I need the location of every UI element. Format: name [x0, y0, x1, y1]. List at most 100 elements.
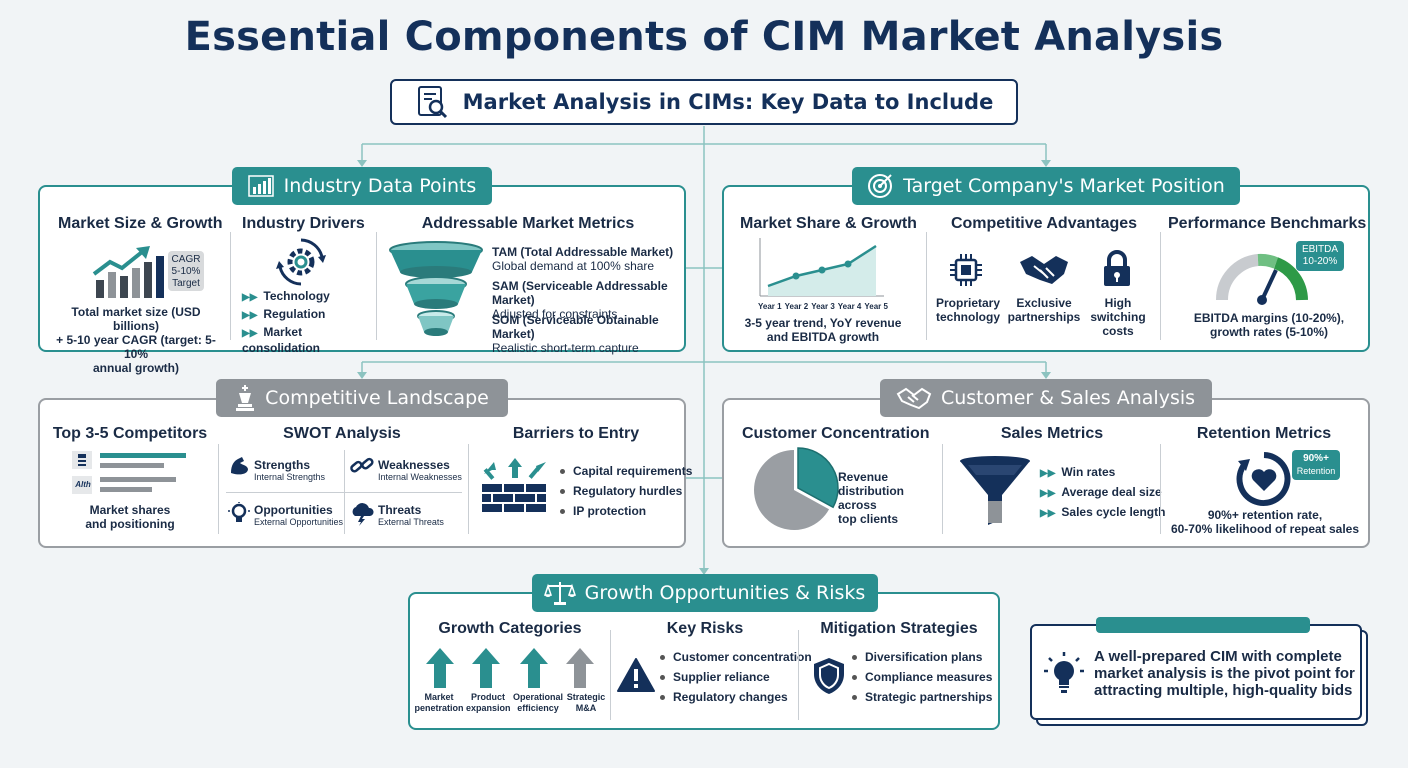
top-competitors-desc: Market shares and positioning [85, 503, 175, 531]
competitor-logo-text: Alth [75, 480, 91, 489]
lightbulb-icon [1044, 652, 1084, 693]
market-size-title: Market Size & Growth [58, 215, 223, 232]
swot-threats: Threats External Threats [378, 503, 444, 527]
sales-metrics-list: ▶▶Win rates ▶▶Average deal size ▶▶Sales … [1040, 462, 1165, 522]
addressable-title: Addressable Market Metrics [421, 215, 635, 232]
list-item: Capital requirements [560, 461, 692, 481]
benchmarks-desc: EBITDA margins (10-20%), growth rates (5… [1193, 311, 1345, 339]
divider [610, 630, 611, 720]
drivers-list: ▶▶Technology ▶▶Regulation ▶▶Market conso… [242, 289, 382, 355]
shield-icon [814, 658, 844, 694]
key-risks-list: Customer concentration Supplier reliance… [660, 647, 812, 707]
cagr-badge: CAGR 5-10% Target [168, 251, 204, 291]
list-item: ▶▶Average deal size [1040, 485, 1162, 499]
retention-metrics-title: Retention Metrics [1196, 425, 1332, 442]
list-item: Regulatory changes [660, 687, 812, 707]
chess-king-icon [236, 385, 255, 411]
list-item: ▶▶Regulation [242, 307, 326, 321]
swot-title: SWOT Analysis [283, 425, 401, 442]
sam-item: SAM (Serviceable Addressable Market) Adj… [492, 279, 668, 321]
growth-bar-chart-icon [92, 246, 164, 298]
list-item: Strategic partnerships [852, 687, 992, 707]
competitor-bars-icon [72, 451, 186, 494]
subtitle-text: Market Analysis in CIMs: Key Data to Inc… [462, 90, 994, 114]
market-share-title: Market Share & Growth [740, 215, 917, 232]
growth-categories-title: Growth Categories [438, 620, 582, 637]
callout-tab [1096, 617, 1310, 633]
bar-chart-icon [247, 175, 274, 197]
lock-icon [1104, 250, 1130, 286]
target-header: Target Company's Market Position [852, 167, 1240, 205]
market-share-line-chart [759, 238, 884, 297]
key-risks-title: Key Risks [666, 620, 744, 637]
market-size-desc: Total market size (USD billions) + 5-10 … [56, 305, 216, 375]
callout-box [1030, 624, 1362, 720]
competitive-advantages-title: Competitive Advantages [950, 215, 1138, 232]
industry-header: Industry Data Points [232, 167, 492, 205]
target-header-label: Target Company's Market Position [903, 175, 1225, 197]
customer-concentration-desc: Revenue distribution across top clients [838, 470, 904, 526]
customer-header: Customer & Sales Analysis [880, 379, 1212, 417]
advantage-partnerships: Exclusive partnerships [1007, 296, 1081, 324]
tam-item: TAM (Total Addressable Market) Global de… [492, 245, 674, 273]
list-item: ▶▶Win rates [1040, 465, 1116, 479]
gear-cycle-icon [276, 238, 326, 286]
year-axis-labels: Year 1 Year 2 Year 3 Year 4 Year 5 [758, 302, 888, 311]
divider [468, 444, 469, 534]
advantage-proprietary: Proprietary technology [935, 296, 1001, 324]
industry-drivers-title: Industry Drivers [242, 215, 365, 232]
document-search-icon [417, 86, 447, 119]
mitigation-list: Diversification plans Compliance measure… [852, 647, 992, 707]
gauge-icon [1215, 253, 1308, 305]
swot-grid-v [344, 450, 345, 534]
ebitda-badge: EBITDA 10-20% [1296, 241, 1344, 271]
target-icon [868, 174, 893, 198]
top-competitors-title: Top 3-5 Competitors [52, 425, 208, 442]
divider [230, 232, 231, 340]
mitigation-title: Mitigation Strategies [820, 620, 978, 637]
advantage-switching: High switching costs [1090, 296, 1146, 338]
list-item: Supplier reliance [660, 667, 812, 687]
performance-benchmarks-title: Performance Benchmarks [1168, 215, 1367, 232]
list-item: Customer concentration [660, 647, 812, 667]
lightbulb-icon [228, 502, 250, 522]
barriers-title: Barriers to Entry [512, 425, 640, 442]
storm-cloud-icon [352, 503, 374, 526]
divider [376, 232, 377, 340]
swot-strengths: Strengths Internal Strengths [254, 458, 326, 482]
retention-heart-icon [1236, 452, 1291, 506]
competitive-header: Competitive Landscape [216, 379, 508, 417]
broken-chain-icon [350, 457, 374, 473]
sales-metrics-title: Sales Metrics [1000, 425, 1104, 442]
divider [942, 444, 943, 534]
pie-slice-other [754, 450, 830, 530]
chip-icon [950, 254, 982, 286]
sales-funnel-icon [960, 456, 1030, 525]
swot-weaknesses: Weaknesses Internal Weaknesses [378, 458, 462, 482]
growth-panel [408, 592, 1000, 730]
strength-arm-icon [231, 457, 248, 475]
customer-concentration-title: Customer Concentration [742, 425, 930, 442]
list-item: Regulatory hurdles [560, 481, 692, 501]
brick-wall-arrows-icon [482, 458, 546, 512]
list-item: IP protection [560, 501, 692, 521]
warning-triangle-icon [617, 658, 655, 692]
retention-badge: 90%+ Retention [1292, 450, 1340, 480]
handshake-icon [896, 387, 932, 410]
subtitle-box: Market Analysis in CIMs: Key Data to Inc… [390, 79, 1018, 125]
list-item: ▶▶Technology [242, 289, 330, 303]
retention-desc: 90%+ retention rate, 60-70% likelihood o… [1170, 508, 1360, 536]
growth-header: Growth Opportunities & Risks [532, 574, 878, 612]
page-title: Essential Components of CIM Market Analy… [184, 14, 1224, 60]
growth-arrows-icon [426, 648, 594, 688]
divider [1160, 232, 1161, 340]
funnel-tiers-icon [389, 241, 483, 336]
callout-text: A well-prepared CIM with complete market… [1094, 648, 1355, 699]
market-share-desc: 3-5 year trend, YoY revenue and EBITDA g… [744, 316, 902, 344]
